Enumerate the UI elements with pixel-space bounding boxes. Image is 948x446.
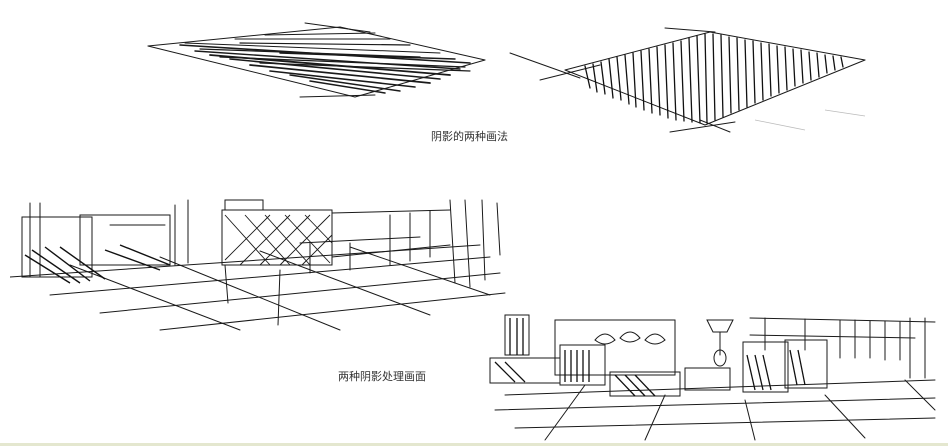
terrace-perspective-sketch [10, 199, 506, 331]
caption-shadow-methods: 阴影的两种画法 [431, 130, 508, 143]
living-room-perspective-sketch [489, 314, 936, 441]
vertical-hatch-shadow-sketch [509, 27, 866, 133]
caption-shadow-scenes: 两种阴影处理画面 [338, 370, 426, 383]
horizontal-hatch-shadow-sketch [147, 22, 486, 98]
footer-rule [0, 443, 948, 446]
